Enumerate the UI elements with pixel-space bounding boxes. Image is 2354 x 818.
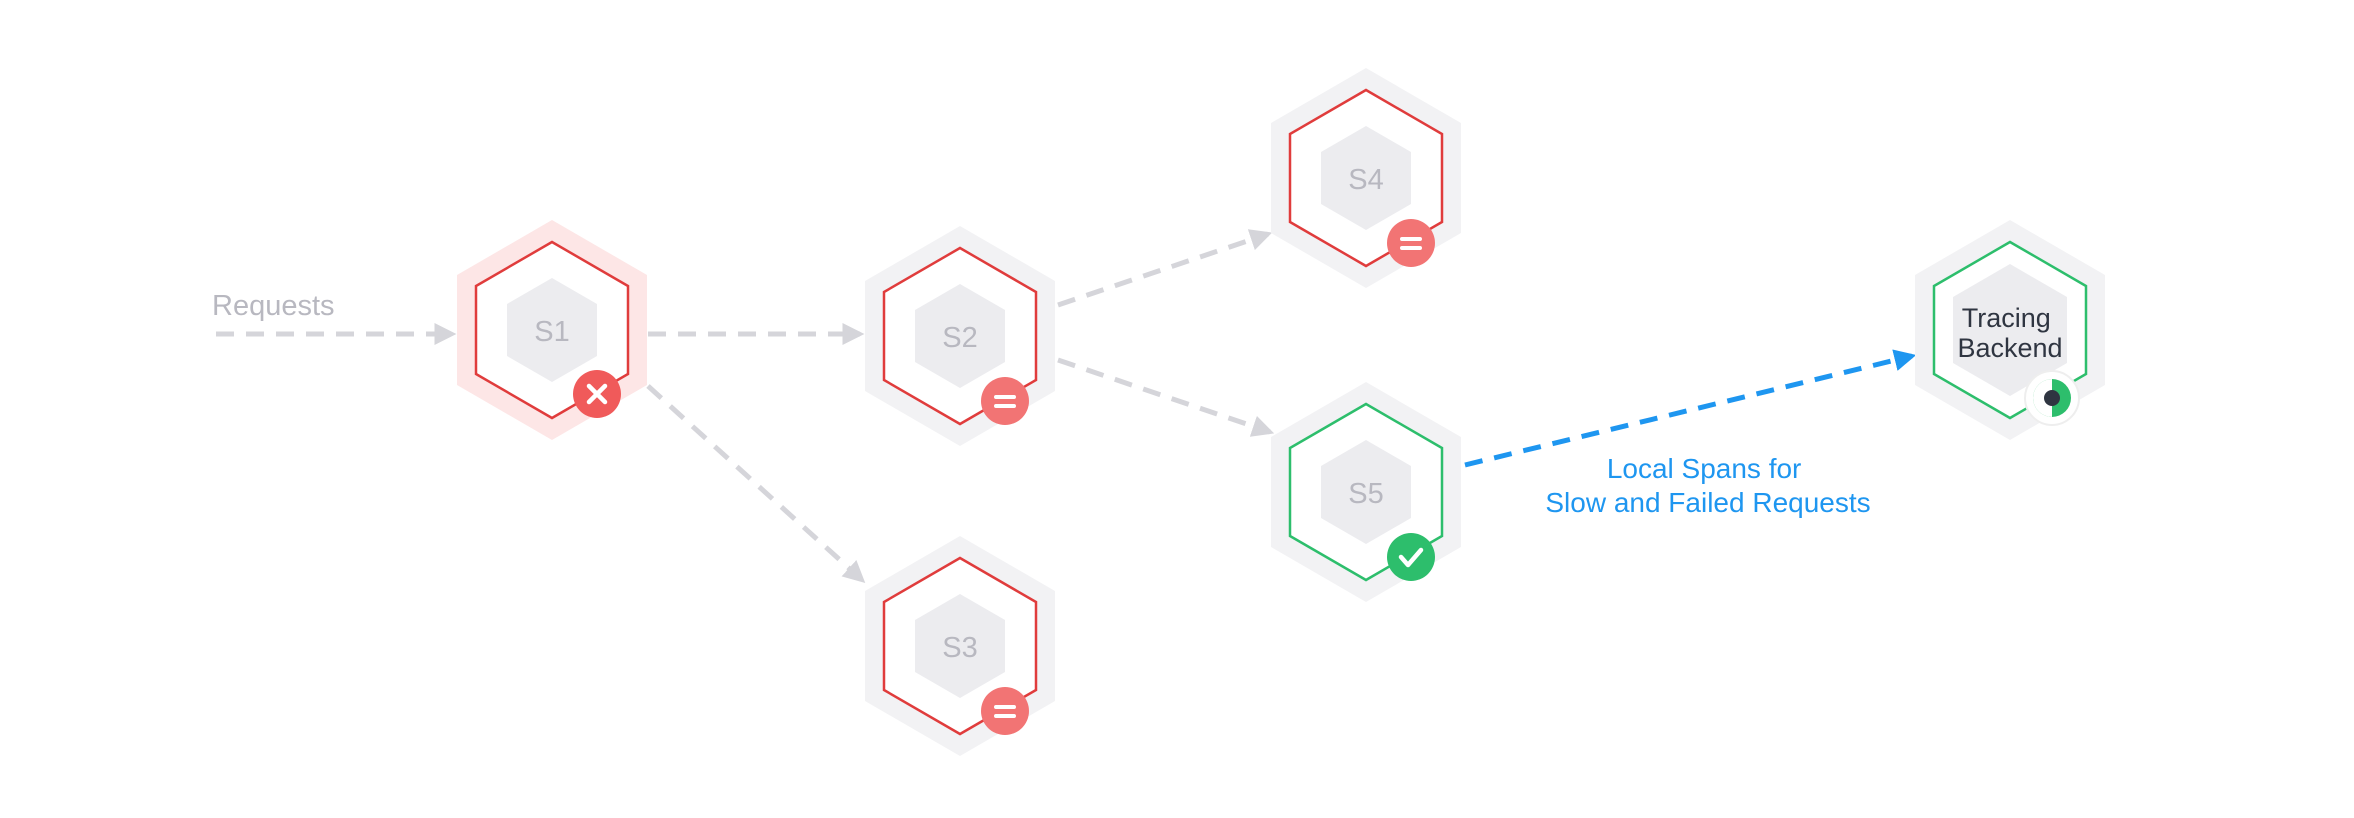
connectors [216, 229, 1917, 583]
connector-s1-s3 [646, 384, 866, 583]
node-backend-core [1953, 264, 2067, 396]
connector-s5-backend [1464, 349, 1917, 468]
node-backend-label: Tracing Backend [1957, 303, 2062, 363]
node-s2-label: S2 [942, 322, 977, 354]
node-s2-core [915, 284, 1005, 388]
equals-icon [981, 687, 1029, 735]
node-s4-core [1321, 126, 1411, 230]
node-s4-label: S4 [1348, 164, 1383, 196]
node-tracing-backend[interactable]: Tracing Backend [1915, 220, 2105, 440]
equals-icon [1387, 219, 1435, 267]
node-s5-core [1321, 440, 1411, 544]
node-s3[interactable]: S3 [865, 536, 1055, 756]
equals-icon [981, 377, 1029, 425]
node-s1[interactable]: S1 [457, 220, 647, 440]
node-s4[interactable]: S4 [1271, 68, 1461, 288]
connector-s2-s5 [1057, 357, 1275, 437]
local-spans-note-line2: Slow and Failed Requests [1545, 487, 1870, 518]
requests-label: Requests [212, 290, 335, 322]
node-backend-label-line2: Backend [1957, 333, 2062, 363]
connector-s2-s4 [1057, 229, 1273, 308]
progress-ring-icon [2024, 370, 2080, 426]
node-backend-label-line1: Tracing [1962, 303, 2051, 333]
node-s5[interactable]: S5 [1271, 382, 1461, 602]
node-s1-core [507, 278, 597, 382]
node-s3-core [915, 594, 1005, 698]
node-s1-label: S1 [534, 316, 569, 348]
node-s2[interactable]: S2 [865, 226, 1055, 446]
x-icon [573, 370, 621, 418]
check-icon [1387, 533, 1435, 581]
node-s5-label: S5 [1348, 478, 1383, 510]
node-s3-label: S3 [942, 632, 977, 664]
local-spans-note: Local Spans for Slow and Failed Requests [1545, 453, 1870, 518]
local-spans-note-line1: Local Spans for [1607, 453, 1802, 484]
